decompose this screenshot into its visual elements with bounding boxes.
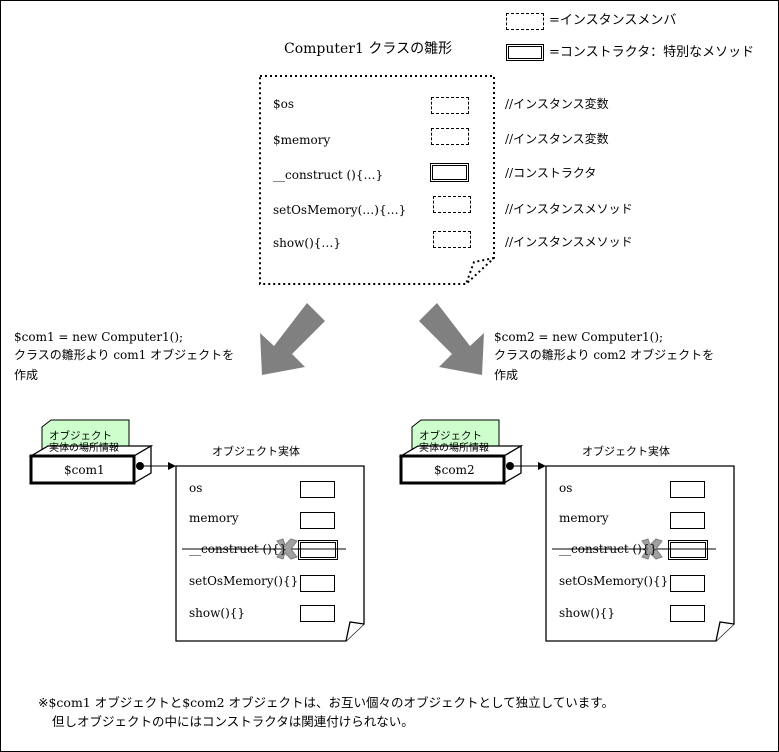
com1-cross-icon xyxy=(276,538,298,560)
com1-tag-line2: 実体の場所情報 xyxy=(49,443,119,454)
com2-member-construct: __construct (){} xyxy=(559,542,658,556)
com1-member-setosmemory-box xyxy=(300,575,335,592)
template-member-memory-box xyxy=(431,128,469,145)
legend-double-box xyxy=(506,44,544,61)
com1-member-os-box xyxy=(300,481,335,498)
com1-tag-card xyxy=(41,419,130,453)
template-comment-setosmemory: //インスタンスメソッド xyxy=(505,202,633,216)
com2-member-setosmemory-box xyxy=(670,575,705,592)
com2-member-show-box xyxy=(670,605,705,622)
com1-member-memory-box xyxy=(300,512,335,529)
com2-member-setosmemory: setOsMemory(){} xyxy=(559,574,669,588)
template-member-setosmemory-box xyxy=(433,196,471,213)
com1-caption-line2: クラスの雛形より com1 オブジェクトを xyxy=(14,348,235,362)
com2-tag-line1: オブジェクト xyxy=(419,430,482,442)
arrow-to-com1 xyxy=(260,303,325,375)
com1-caption-line3: 作成 xyxy=(14,368,39,382)
com1-pointer-arrow xyxy=(168,462,176,470)
com1-member-memory: memory xyxy=(189,511,239,525)
template-comment-os: //インスタンス変数 xyxy=(505,97,609,111)
com2-pointer-arrow xyxy=(538,462,546,470)
template-member-os-box xyxy=(431,97,469,114)
template-member-construct-box xyxy=(430,163,469,182)
legend-constructor-label: =コンストラクタ：特別なメソッド xyxy=(549,45,755,60)
template-member-setosmemory: setOsMemory(…){…} xyxy=(273,203,407,217)
com2-var-box-front xyxy=(399,454,506,485)
arrow-to-com2 xyxy=(419,303,484,375)
com1-member-show: show(){} xyxy=(189,606,246,620)
com1-entity-fold xyxy=(345,621,365,642)
com2-member-os-box xyxy=(670,481,705,498)
class-template-title: Computer1 クラスの雛形 xyxy=(284,41,453,57)
com1-member-show-box xyxy=(300,605,335,622)
com2-caption-line1: $com2 = new Computer1(); xyxy=(494,330,664,344)
com2-member-memory-box xyxy=(670,512,705,529)
com1-member-construct-box xyxy=(298,540,338,560)
template-comment-construct: //コンストラクタ xyxy=(505,166,597,180)
template-comment-show: //インスタンスメソッド xyxy=(505,235,633,249)
com1-tag-line1: オブジェクト xyxy=(49,430,112,442)
template-member-show: show(){…} xyxy=(273,236,342,250)
com2-var-name: $com2 xyxy=(434,463,475,477)
com1-member-setosmemory: setOsMemory(){} xyxy=(189,574,299,588)
template-comment-memory: //インスタンス変数 xyxy=(505,132,609,146)
com2-caption-line3: 作成 xyxy=(494,368,519,382)
class-template-fold xyxy=(465,257,495,285)
com2-pointer-dot xyxy=(506,462,514,470)
com2-tag-card xyxy=(411,419,500,453)
com2-member-construct-box xyxy=(668,540,708,560)
com1-var-box-front xyxy=(29,454,136,485)
com2-cross-icon xyxy=(641,538,663,560)
com2-entity-fold xyxy=(715,621,735,642)
template-member-show-box xyxy=(433,231,471,248)
com2-member-os: os xyxy=(559,481,573,495)
com1-member-construct: __construct (){} xyxy=(189,542,288,556)
com2-caption-line2: クラスの雛形より com2 オブジェクトを xyxy=(494,348,715,362)
com1-caption-line1: $com1 = new Computer1(); xyxy=(14,330,184,344)
com2-entity-title: オブジェクト実体 xyxy=(582,445,670,458)
com2-tag-line2: 実体の場所情報 xyxy=(419,443,489,454)
com2-member-show: show(){} xyxy=(559,606,616,620)
template-member-construct: __construct (){…} xyxy=(273,168,384,182)
com1-member-os: os xyxy=(189,481,203,495)
com2-member-memory: memory xyxy=(559,511,609,525)
note-line2: 但しオブジェクトの中にはコンストラクタは関連付けられない。 xyxy=(52,714,414,729)
note-line1: ※$com1 オブジェクトと$com2 オブジェクトは、お互い個々のオブジェクト… xyxy=(38,695,614,710)
legend-dashed-box xyxy=(506,13,544,30)
com1-pointer-dot xyxy=(136,462,144,470)
legend-instance-member-label: =インスタンスメンバ xyxy=(549,13,677,28)
com1-var-name: $com1 xyxy=(64,463,105,477)
com1-entity-title: オブジェクト実体 xyxy=(212,445,300,458)
template-member-os: $os xyxy=(273,97,295,111)
template-member-memory: $memory xyxy=(273,133,331,147)
